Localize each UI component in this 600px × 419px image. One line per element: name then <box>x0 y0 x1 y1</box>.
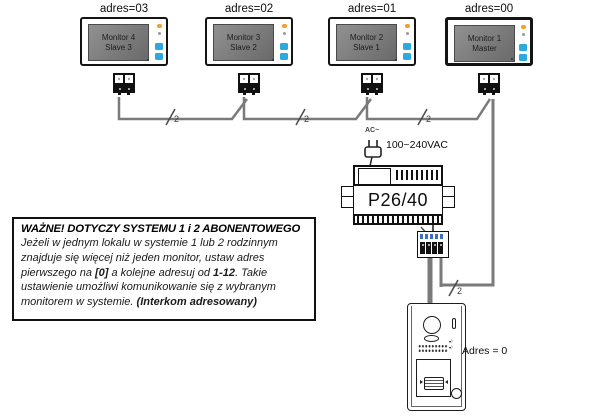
call-button <box>424 377 444 390</box>
ac-label: AC~ <box>365 127 380 134</box>
monitor-address-label: adres=02 <box>224 3 274 15</box>
talk-button-icon <box>280 43 288 50</box>
monitor-body: Monitor 3 Slave 2 <box>205 17 293 66</box>
notice-body: Jeżeli w jednym lokalu w systemie 1 lub … <box>21 236 306 310</box>
core-slash-1 <box>165 108 176 126</box>
talk-button-icon <box>155 43 163 50</box>
mic-dot <box>511 58 513 60</box>
monitor-terminal-connector <box>238 73 260 95</box>
mic-slot <box>452 318 456 329</box>
mic-hole <box>158 32 161 35</box>
core-slash-3 <box>417 108 428 126</box>
notice-text-bold: (Interkom adresowany) <box>136 296 257 309</box>
door-station-address-label: Adres = 0 <box>462 345 508 357</box>
notice-text-bold: [0] <box>95 266 109 279</box>
core-slash-4 <box>448 279 459 297</box>
power-led <box>157 24 162 28</box>
camera-lens-icon <box>423 316 441 334</box>
monitor-screen: Monitor 2 Slave 1 <box>336 24 397 61</box>
power-led <box>521 25 526 29</box>
unlock-button-icon <box>519 54 527 61</box>
speaker-grille <box>418 344 448 353</box>
mic-hole <box>522 33 525 36</box>
core-count-label: 2 <box>304 114 310 124</box>
monitor-name: Monitor 3 <box>226 32 261 42</box>
monitor-address-label: adres=00 <box>464 3 514 15</box>
notice-text: Jeżeli w jednym lokalu w systemie 1 lub … <box>21 237 278 279</box>
mic-dot <box>395 59 397 61</box>
arrow-right-icon <box>444 380 448 384</box>
mic-hole <box>283 32 286 35</box>
monitor-screen: Monitor 1 Master <box>454 25 515 62</box>
monitor-role: Slave 3 <box>105 42 132 52</box>
status-led-icons: •⁾•⁾ <box>449 340 453 352</box>
ac-plug-icon <box>364 140 382 158</box>
unlock-button-icon <box>280 53 288 60</box>
monitor-unit-slave3: adres=03 Monitor 4 Slave 3 <box>80 3 168 95</box>
core-slash-2 <box>295 108 306 126</box>
talk-button-icon <box>403 43 411 50</box>
camera-hood <box>424 335 439 342</box>
monitor-terminal-connector <box>478 73 500 95</box>
addressing-notice-box: WAŻNE! DOTYCZY SYSTEMU 1 i 2 ABONENTOWEG… <box>12 217 316 321</box>
core-count-label: 2 <box>174 114 180 124</box>
unlock-button-icon <box>403 53 411 60</box>
unlock-button-icon <box>155 53 163 60</box>
talk-button-icon <box>519 44 527 51</box>
notice-text: a kolejne adresuj od <box>108 266 214 279</box>
psu-vent-top <box>396 170 438 180</box>
arrow-left-icon <box>419 380 423 384</box>
monitor-unit-slave1: adres=01 Monitor 2 Slave 1 <box>328 3 416 95</box>
call-button-panel <box>416 359 451 397</box>
din-tab-right <box>442 186 455 208</box>
monitor-body: Monitor 1 Master <box>445 17 533 66</box>
cable-master-to-psu <box>440 99 495 287</box>
monitor-screen: Monitor 3 Slave 2 <box>213 24 274 61</box>
monitor-role: Slave 1 <box>353 42 380 52</box>
monitor-body: Monitor 2 Slave 1 <box>328 17 416 66</box>
notice-title: WAŻNE! DOTYCZY SYSTEMU 1 i 2 ABONENTOWEG… <box>21 223 301 235</box>
core-count-label: 2 <box>457 286 463 296</box>
psu-input-block <box>358 168 391 185</box>
plug-cord <box>369 156 373 167</box>
mic-dot <box>147 59 149 61</box>
terminal-label-strip <box>420 234 445 239</box>
psu-model-label: P26/40 <box>354 184 442 216</box>
monitor-terminal-connector <box>113 73 135 95</box>
power-led <box>405 24 410 28</box>
monitor-body: Monitor 4 Slave 3 <box>80 17 168 66</box>
cable-monitor4-monitor3 <box>117 97 248 121</box>
monitor-name: Monitor 4 <box>101 32 136 42</box>
monitor-address-label: adres=01 <box>347 3 397 15</box>
core-count-label: 2 <box>426 114 432 124</box>
notice-text-bold: 1-12 <box>213 266 236 279</box>
monitor-terminal-connector <box>361 73 383 95</box>
monitor-address-label: adres=03 <box>99 3 149 15</box>
notice-text: . Takie ustawienie umożliwi komunikowani… <box>21 266 276 309</box>
door-faceplate <box>411 306 462 407</box>
monitor-unit-slave2: adres=02 Monitor 3 Slave 2 <box>205 3 293 95</box>
psu-vent-bottom <box>357 215 439 223</box>
monitor-role: Slave 2 <box>230 42 257 52</box>
monitor-name: Monitor 2 <box>349 32 384 42</box>
mic-dot <box>272 59 274 61</box>
monitor-unit-master: adres=00 Monitor 1 Master <box>445 3 533 95</box>
mic-hole <box>406 32 409 35</box>
monitor-role: Master <box>472 43 497 53</box>
doorbell-circle <box>451 388 462 399</box>
psu-output-terminal <box>417 231 449 258</box>
monitor-name: Monitor 1 <box>467 33 502 43</box>
terminal-pins <box>420 242 443 254</box>
monitor-screen: Monitor 4 Slave 3 <box>88 24 149 61</box>
power-supply-unit: P26/40 <box>353 165 443 225</box>
door-station: •⁾•⁾ <box>407 303 466 411</box>
power-led <box>282 24 287 28</box>
voltage-label: 100~240VAC <box>386 139 448 151</box>
